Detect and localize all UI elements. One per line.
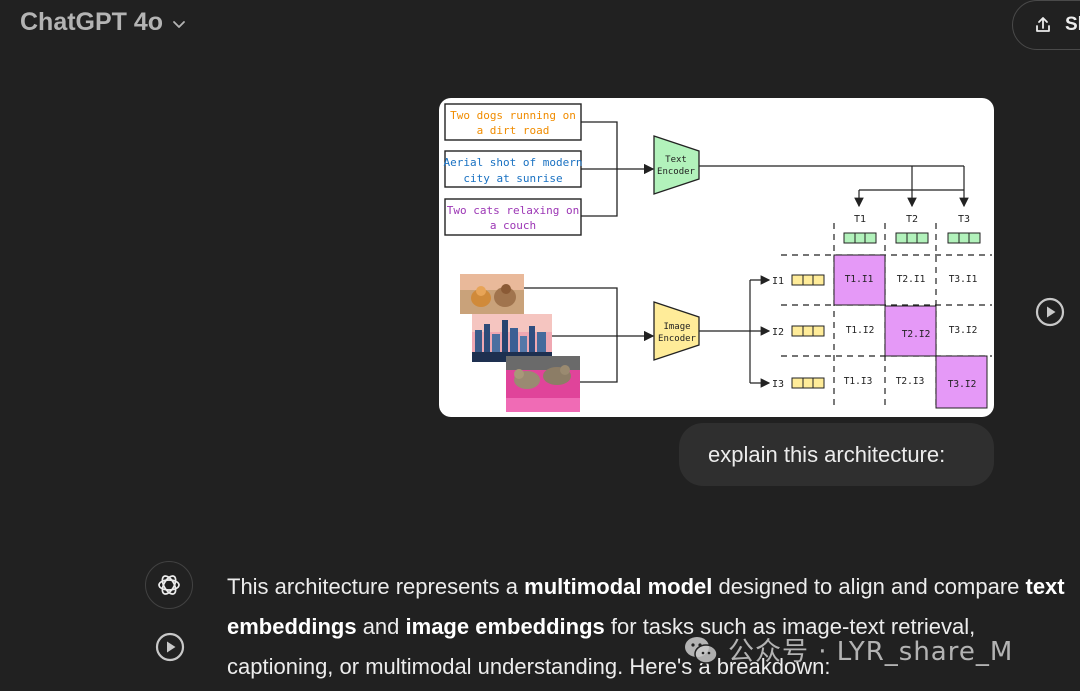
caption-2-line-1: Aerial shot of modern <box>443 156 582 169</box>
matrix-cell-3-2: T2.I3 <box>896 376 925 387</box>
caption-1-line-1: Two dogs running on <box>450 109 576 122</box>
caption-3-line-2: a couch <box>490 219 536 232</box>
caption-3-line-1: Two cats relaxing on <box>447 204 579 217</box>
architecture-diagram: Two dogs running on a dirt road Aerial s… <box>443 103 992 412</box>
caption-box-2: Aerial shot of modern city at sunrise <box>443 150 583 188</box>
matrix-highlight-3 <box>935 355 988 409</box>
text-label-t2: T2 <box>906 214 918 225</box>
wechat-icon <box>685 636 718 664</box>
image-encoder: Image Encoder <box>653 301 700 361</box>
matrix-cell-2-3: T3.I2 <box>949 325 978 336</box>
matrix-cell-2-2: T2.I2 <box>902 329 931 340</box>
image-embedding-i2 <box>791 325 825 337</box>
user-message-bubble: explain this architecture: <box>679 423 994 486</box>
text-encoder-line-1: Text <box>665 155 687 165</box>
assistant-message: This architecture represents a multimoda… <box>227 567 1072 687</box>
reply-text-3: and <box>356 614 406 639</box>
caption-1-line-2: a dirt road <box>477 124 550 137</box>
model-selector[interactable]: ChatGPT 4o <box>20 8 187 37</box>
reply-bold-2: text embeddings <box>227 574 1065 639</box>
image-label-i3: I3 <box>772 379 784 390</box>
caption-box-1: Two dogs running on a dirt road <box>444 103 582 141</box>
reply-bold-3: image embeddings <box>405 614 605 639</box>
matrix-cell-1-1: T1.I1 <box>845 274 874 285</box>
matrix-highlight-1 <box>833 254 886 306</box>
text-encoder: Text Encoder <box>653 135 700 195</box>
assistant-avatar <box>145 561 193 609</box>
text-label-t3: T3 <box>958 214 970 225</box>
openai-logo-icon <box>158 575 180 595</box>
matrix-cell-1-3: T3.I1 <box>949 274 978 285</box>
matrix-cell-3-1: T1.I3 <box>844 376 873 387</box>
chevron-down-icon <box>173 21 185 28</box>
text-embedding-t3 <box>947 232 981 244</box>
read-aloud-icon[interactable] <box>154 631 186 663</box>
reply-bold-1: multimodal model <box>524 574 713 599</box>
watermark: 公众号 · LYR_share_M <box>684 631 1013 668</box>
image-encoder-line-1: Image <box>663 322 690 332</box>
image-embedding-i1 <box>791 274 825 286</box>
matrix-cell-2-1: T1.I2 <box>846 325 875 336</box>
matrix-highlight-2 <box>884 305 937 357</box>
watermark-text: 公众号 · LYR_share_M <box>728 637 1014 667</box>
image-embedding-i3 <box>791 377 825 389</box>
reply-text-1: This architecture represents a <box>227 574 525 599</box>
text-embedding-t2 <box>895 232 929 244</box>
text-label-t1: T1 <box>854 214 866 225</box>
reply-text-4: for tasks such as image-text retrieval, … <box>227 614 976 679</box>
caption-2-line-2: city at sunrise <box>463 172 562 185</box>
model-name: ChatGPT 4o <box>20 8 164 36</box>
text-embedding-t1 <box>843 232 877 244</box>
share-label: Share <box>1065 14 1080 35</box>
matrix-cell-1-2: T2.I1 <box>897 274 926 285</box>
text-encoder-line-2: Encoder <box>657 167 696 177</box>
share-icon <box>1036 17 1050 32</box>
dogs-photo <box>460 274 524 314</box>
image-label-i1: I1 <box>772 276 784 287</box>
reply-text-2: designed to align and compare <box>712 574 1026 599</box>
cats-photo <box>506 356 580 412</box>
share-button[interactable]: Share <box>1012 0 1080 50</box>
matrix-cell-3-3: T3.I2 <box>948 379 977 390</box>
image-label-i2: I2 <box>772 327 784 338</box>
attached-image[interactable]: Two dogs running on a dirt road Aerial s… <box>439 98 994 417</box>
caption-box-3: Two cats relaxing on a couch <box>444 198 582 236</box>
image-encoder-line-2: Encoder <box>658 334 697 344</box>
play-icon[interactable] <box>1034 296 1066 328</box>
city-photo <box>472 314 552 362</box>
user-message-text: explain this architecture: <box>708 441 946 467</box>
